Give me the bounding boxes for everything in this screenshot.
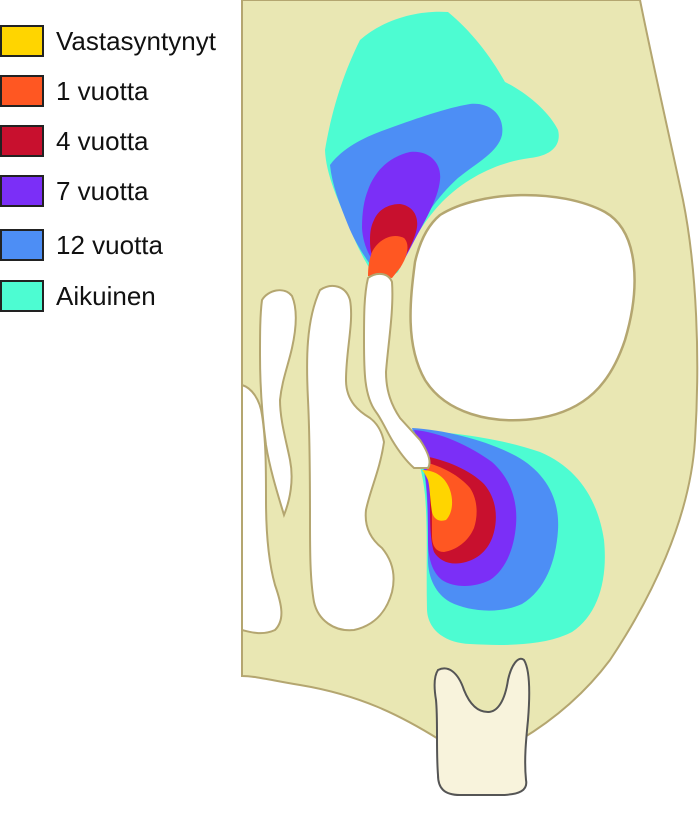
legend-swatch <box>0 75 44 107</box>
legend-item-1-vuotta: 1 vuotta <box>0 73 149 109</box>
legend-item-vastasyntynyt: Vastasyntynyt <box>0 23 216 59</box>
legend-swatch <box>0 280 44 312</box>
frontal-sinus-1y <box>368 235 408 278</box>
middle-nasal-passage <box>306 284 395 632</box>
legend-swatch <box>0 175 44 207</box>
legend-swatch <box>0 25 44 57</box>
legend-label: 4 vuotta <box>56 125 149 156</box>
legend-item-7-vuotta: 7 vuotta <box>0 173 149 209</box>
legend-item-4-vuotta: 4 vuotta <box>0 123 149 159</box>
legend-label: Vastasyntynyt <box>56 25 216 56</box>
legend-swatch <box>0 125 44 157</box>
nasal-concha-left <box>258 289 297 519</box>
orbit-cavity <box>409 193 636 422</box>
legend-item-aikuinen: Aikuinen <box>0 278 156 314</box>
legend-label: 1 vuotta <box>56 75 149 106</box>
legend-label: Aikuinen <box>56 280 156 311</box>
legend-label: 12 vuotta <box>56 229 163 260</box>
nasal-septum-cavity <box>363 272 431 469</box>
legend-label: 7 vuotta <box>56 175 149 206</box>
legend-item-12-vuotta: 12 vuotta <box>0 227 163 263</box>
maxillary-sinus-newborn <box>422 470 453 521</box>
legend-swatch <box>0 229 44 261</box>
tooth <box>433 657 531 796</box>
